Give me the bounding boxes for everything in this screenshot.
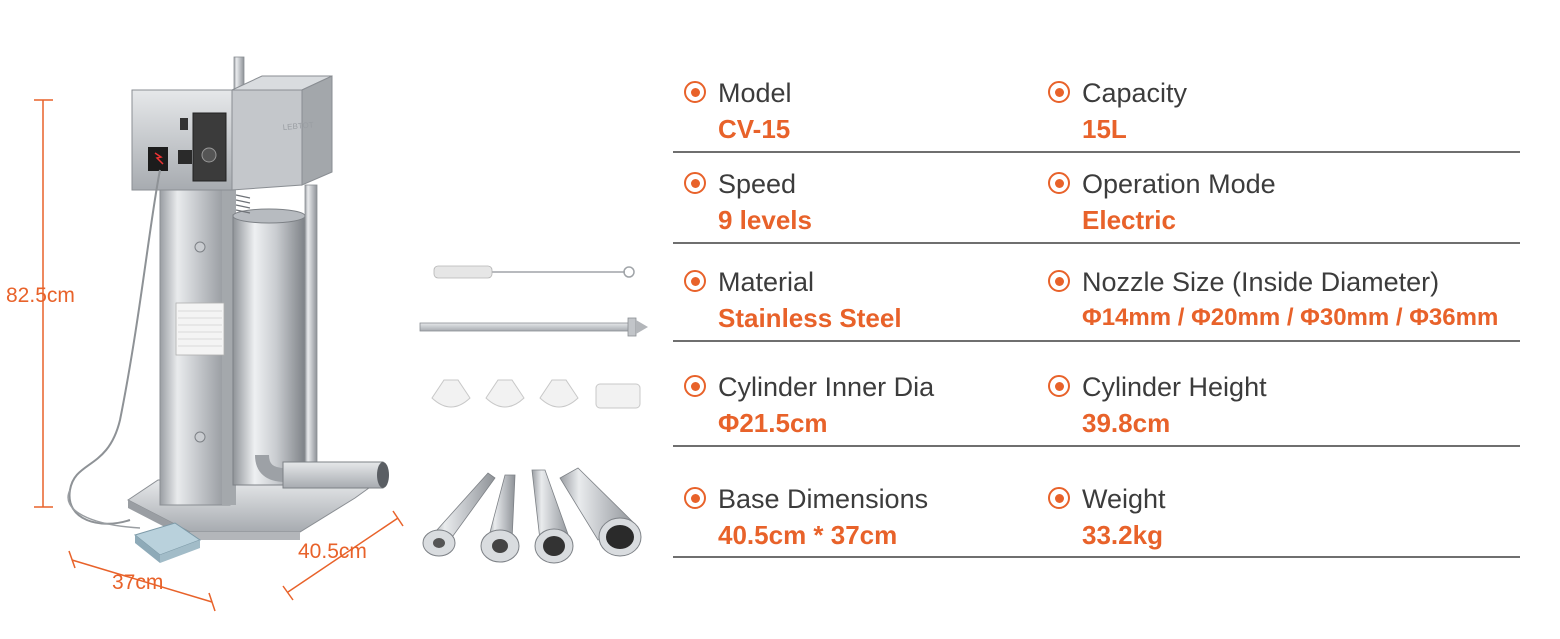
spec-divider (673, 445, 1520, 447)
depth-dimension-line (282, 510, 404, 601)
product-illustration: LEBTOT (34, 56, 648, 612)
spec-base-dimensions: Base Dimensions 40.5cm * 37cm (684, 484, 928, 550)
spec-cylinder-height: Cylinder Height 39.8cm (1048, 372, 1267, 438)
nozzle-caps (431, 379, 641, 409)
spec-divider (673, 340, 1520, 342)
spec-label: Cylinder Inner Dia (718, 372, 935, 402)
spec-value: 9 levels (718, 205, 812, 235)
bullet-icon (684, 375, 706, 397)
spec-label: Nozzle Size (Inside Diameter) (1082, 267, 1440, 297)
spec-capacity: Capacity 15L (1048, 78, 1187, 144)
spec-divider (673, 556, 1520, 558)
spec-speed: Speed 9 levels (684, 169, 812, 235)
spec-label: Model (718, 78, 792, 108)
spec-label: Capacity (1082, 78, 1188, 108)
push-rod (419, 317, 648, 337)
spec-label: Material (718, 267, 815, 297)
power-cable (68, 169, 161, 525)
bullet-icon (684, 487, 706, 509)
spec-material: Material Stainless Steel (684, 267, 902, 333)
spec-value: 15L (1082, 114, 1127, 144)
panel-brand-logo: LEBTOT (282, 120, 314, 132)
bullet-icon (1048, 172, 1070, 194)
spec-value: CV-15 (718, 114, 791, 144)
spec-label: Cylinder Height (1082, 372, 1267, 402)
bullet-icon (1048, 375, 1070, 397)
spec-label: Weight (1082, 484, 1166, 514)
height-dimension-line (34, 99, 53, 508)
cleaning-brush (433, 265, 635, 279)
bullet-icon (684, 81, 706, 103)
spec-nozzle-size: Nozzle Size (Inside Diameter) Φ14mm / Φ2… (1048, 267, 1498, 333)
height-dimension-label: 82.5cm (6, 284, 75, 307)
spec-value: 33.2kg (1082, 520, 1163, 550)
spec-label: Base Dimensions (718, 484, 929, 514)
bullet-icon (684, 270, 706, 292)
bullet-icon (684, 172, 706, 194)
spec-value: Φ14mm / Φ20mm / Φ30mm / Φ36mm (1082, 304, 1499, 331)
foot-pedal (133, 522, 202, 563)
spec-value: Φ21.5cm (718, 408, 828, 438)
bullet-icon (1048, 487, 1070, 509)
spec-cylinder-inner-dia: Cylinder Inner Dia Φ21.5cm (684, 372, 934, 438)
spec-divider (673, 151, 1520, 153)
depth-dimension-label: 40.5cm (298, 540, 367, 563)
spec-weight: Weight 33.2kg (1048, 484, 1166, 550)
width-dimension-line (68, 550, 216, 612)
machine-cylinder (232, 214, 306, 486)
spec-label: Speed (718, 169, 797, 199)
width-dimension-label: 37cm (112, 571, 164, 594)
bullet-icon (1048, 270, 1070, 292)
spec-divider (673, 242, 1520, 244)
spec-value: Stainless Steel (718, 303, 902, 333)
spec-model: Model CV-15 (684, 78, 792, 144)
bullet-icon (1048, 81, 1070, 103)
spec-operation-mode: Operation Mode Electric (1048, 169, 1276, 235)
spec-value: Electric (1082, 205, 1176, 235)
filling-nozzles (422, 467, 642, 564)
spec-label: Operation Mode (1082, 169, 1276, 199)
spec-value: 40.5cm * 37cm (718, 520, 898, 550)
machine-outlet (282, 461, 384, 489)
spec-value: 39.8cm (1082, 408, 1171, 438)
